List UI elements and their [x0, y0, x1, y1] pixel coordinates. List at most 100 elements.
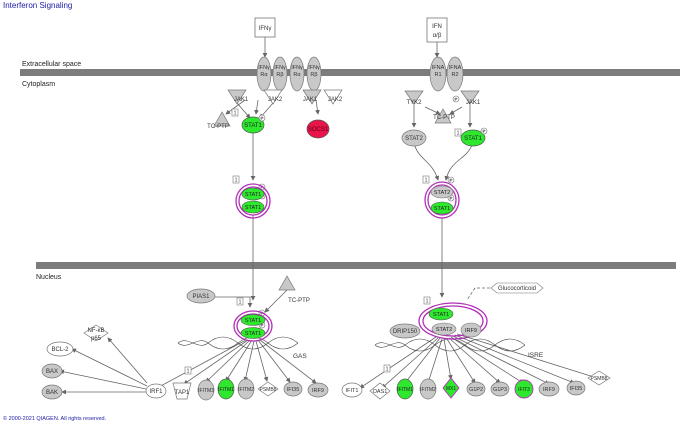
count-marker — [383, 364, 391, 373]
bax-node[interactable] — [41, 363, 63, 379]
ifnar1-t1: IFNA — [432, 65, 445, 71]
ifit3-node[interactable] — [514, 379, 534, 399]
ifngr-b1-t1: IFNγ — [274, 65, 286, 71]
page-title: Interferon Signaling — [3, 1, 73, 10]
jak1-kinase-b[interactable] — [302, 89, 322, 105]
phospho-marker — [452, 95, 460, 103]
drip150-node[interactable] — [389, 323, 421, 339]
tyk2-kinase[interactable] — [404, 90, 424, 105]
socs1-label: SOCS1 — [308, 127, 329, 133]
stat1-subunit[interactable] — [428, 307, 454, 321]
phospho-label: P — [261, 116, 264, 121]
socs1-node[interactable] — [306, 119, 330, 139]
stat1-stat2-complex[interactable]: STAT2 STAT1 — [424, 181, 460, 219]
psmb8-node-a[interactable] — [257, 381, 279, 397]
ifitm2-node-b[interactable] — [419, 378, 437, 400]
ifngr-alpha-receptor-2[interactable] — [289, 56, 305, 92]
gaf-bottom-label: STAT1 — [245, 205, 261, 211]
stat2-subunit[interactable] — [431, 322, 457, 336]
phospho-label: P — [455, 97, 458, 102]
ifnab-label-line2: α/β — [433, 33, 442, 39]
g1p2-node[interactable] — [466, 381, 486, 397]
count-marker — [423, 296, 431, 305]
ifngr-b2-t1: IFNγ — [308, 65, 320, 71]
ifitm1-node-b[interactable] — [396, 378, 414, 400]
phospho-label: P — [261, 323, 264, 328]
jak1-kinase-a[interactable] — [227, 89, 247, 105]
irf9-subunit[interactable] — [460, 322, 482, 338]
ifng-ligand[interactable]: IFNγ — [254, 17, 276, 38]
jak1-kinase-c[interactable] — [460, 90, 480, 105]
psmb8-node-b[interactable] — [587, 370, 611, 386]
mx1-node[interactable] — [442, 377, 460, 399]
stat1-subunit[interactable] — [240, 314, 266, 326]
ifngr-a1-t1: IFNγ — [258, 65, 270, 71]
irf1-node-a[interactable] — [145, 383, 167, 399]
tyk2-label: TYK2 — [406, 100, 422, 106]
stat1-node-b[interactable] — [460, 129, 486, 147]
stat1-subunit[interactable] — [241, 200, 265, 214]
ifitm3-node-a[interactable] — [197, 379, 215, 401]
jak2-kinase-a[interactable] — [263, 89, 283, 105]
oas1-node[interactable] — [369, 382, 391, 400]
nuclear-stat1-homodimer[interactable]: STAT1 STAT1 — [233, 310, 273, 342]
stat1-subunit[interactable] — [430, 201, 454, 215]
jak2-label-a: JAK2 — [268, 97, 283, 103]
stat2-subunit[interactable] — [430, 185, 454, 199]
bak-node[interactable] — [41, 384, 63, 400]
irf9-node-b[interactable] — [538, 381, 560, 397]
jak1-label-c: JAK1 — [466, 100, 481, 106]
ifit3-label: IFIT3 — [518, 387, 530, 393]
ifnar2-receptor[interactable] — [446, 56, 464, 92]
count-marker — [236, 297, 244, 306]
nuclear-isgf3-complex[interactable]: STAT1 STAT2 IRF9 — [418, 302, 488, 340]
tcptp-phosphatase-c[interactable] — [278, 275, 296, 291]
stat1-subunit[interactable] — [240, 327, 266, 339]
region-extracellular-label: Extracellular space — [22, 61, 81, 68]
mx1-label: MX1 — [446, 386, 457, 392]
jak2-label-b: JAK2 — [328, 97, 343, 103]
ifi35-node-b[interactable] — [566, 380, 586, 396]
glucocorticoid-node[interactable] — [490, 282, 544, 294]
nfkb-p65-node[interactable] — [83, 324, 109, 342]
phospho-marker — [447, 176, 455, 184]
g1p2-label: G1P2 — [469, 387, 483, 393]
pias1-node[interactable] — [186, 288, 216, 304]
stat1-node-a[interactable] — [241, 116, 265, 134]
stat2-node-a[interactable] — [401, 129, 427, 147]
ifitm1-node-a[interactable] — [217, 378, 235, 400]
count-label: 1 — [187, 369, 190, 375]
ifn-alpha-beta-ligand[interactable]: IFN α/β — [426, 17, 448, 43]
ifi35-node-a[interactable] — [283, 381, 303, 397]
stat1-subunit[interactable] — [241, 187, 265, 201]
psmb8-label-a: PSMB8 — [260, 387, 277, 393]
bax-label: BAX — [46, 369, 58, 375]
ifit1-node[interactable] — [341, 382, 363, 398]
jak2-kinase-b[interactable] — [323, 89, 343, 105]
nfkb-label-line1: NF-κB — [88, 328, 105, 334]
ifngr-a2-t2: Rα — [293, 72, 301, 78]
ifnar1-receptor[interactable] — [429, 56, 447, 92]
ifitm2-node-a[interactable] — [237, 378, 255, 400]
count-label: 1 — [425, 178, 428, 184]
nuc-isgf-irf9-label: IRF9 — [465, 328, 477, 334]
irf9-node-a[interactable] — [307, 382, 329, 398]
stat1-homodimer-complex[interactable]: STAT1 STAT1 — [235, 183, 271, 219]
jak1-label-a: JAK1 — [234, 97, 249, 103]
count-label: 1 — [457, 131, 460, 137]
ifngr-alpha-receptor-1[interactable] — [256, 56, 272, 92]
tcptp-phosphatase-a[interactable] — [213, 111, 231, 127]
bak-label: BAK — [46, 390, 58, 396]
plasma-membrane — [20, 69, 680, 76]
g1p3-node[interactable] — [490, 381, 510, 397]
g1p3-label: G1P3 — [493, 387, 507, 393]
tcptp-phosphatase-b[interactable] — [434, 108, 452, 124]
tap1-node[interactable] — [172, 382, 192, 400]
bcl2-node[interactable] — [46, 341, 74, 357]
ifitm1-label-a: IFITM1 — [218, 387, 234, 393]
